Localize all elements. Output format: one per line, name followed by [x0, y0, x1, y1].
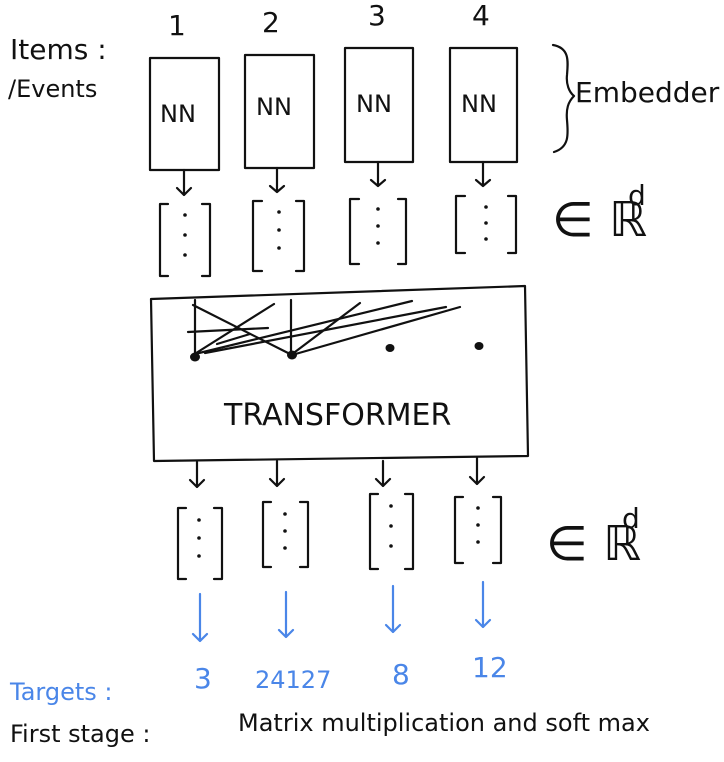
embedding-vector-1 — [158, 202, 212, 278]
column-number-1: 1 — [168, 9, 186, 42]
nn-label-2: NN — [256, 93, 292, 121]
target-value-2: 24127 — [255, 666, 331, 694]
targets-label: Targets : — [9, 678, 112, 706]
column-number-4: 4 — [472, 0, 490, 32]
first-stage-label: First stage : — [10, 720, 150, 748]
embedder-nn-box-3: NN — [343, 46, 415, 164]
embedder-label: Embedder — [575, 76, 720, 109]
embedding-vector-4 — [454, 194, 518, 255]
output-vector-2 — [261, 500, 310, 569]
nn-label-1: NN — [160, 100, 196, 128]
embedding-vector-2 — [251, 199, 306, 273]
events-label: /Events — [8, 75, 97, 103]
rd-superscript-top: d — [628, 179, 646, 212]
rd-symbol-bottom: ∈ ℝ — [546, 516, 641, 572]
rd-superscript-bottom: d — [622, 502, 640, 535]
first-stage-description: Matrix multiplication and soft max — [238, 709, 650, 737]
target-value-4: 12 — [472, 651, 508, 684]
embedder-nn-box-4: NN — [448, 46, 519, 164]
embedder-brace — [551, 43, 576, 154]
attention-lines — [186, 298, 462, 358]
transformer-output-arrows — [188, 456, 486, 489]
column-number-2: 2 — [262, 6, 280, 39]
target-arrows — [191, 580, 492, 643]
embedder-nn-box-1: NN — [148, 56, 221, 172]
nn-label-3: NN — [356, 90, 392, 118]
embedding-vector-3 — [348, 197, 408, 266]
output-vector-3 — [368, 492, 415, 571]
transformer-label: TRANSFORMER — [223, 398, 451, 433]
embedder-arrows — [175, 160, 492, 197]
nn-label-4: NN — [461, 90, 497, 118]
output-vector-1 — [176, 506, 224, 581]
items-label: Items : — [10, 33, 107, 66]
embedder-nn-box-2: NN — [243, 53, 316, 170]
transformer-nodes — [190, 342, 484, 362]
target-value-3: 8 — [392, 658, 410, 691]
column-number-3: 3 — [368, 0, 386, 32]
transformer-box — [149, 284, 530, 463]
output-vector-4 — [453, 495, 503, 565]
target-value-1: 3 — [194, 662, 212, 695]
rd-symbol-top: ∈ ℝ — [552, 192, 647, 248]
